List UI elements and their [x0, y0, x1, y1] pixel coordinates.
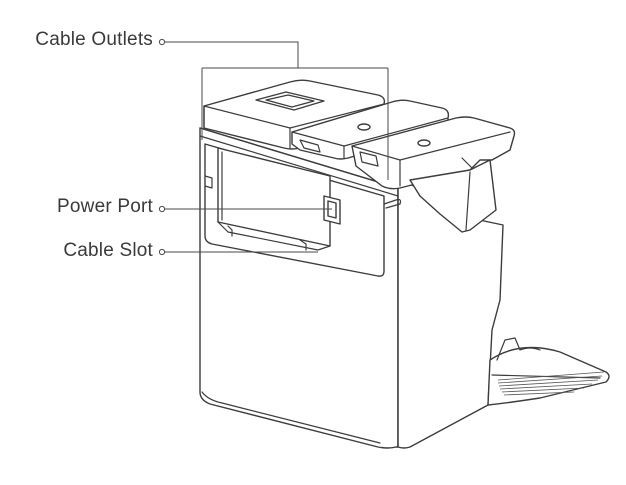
cable-cavity: [204, 143, 402, 277]
middle-tray: [291, 99, 450, 160]
right-tray: [351, 116, 516, 233]
callout-power-port-leader: [158, 205, 332, 213]
callout-cable-slot-leader: [158, 248, 318, 256]
ramp-plate: [487, 337, 610, 406]
cable-outlets-dot: [158, 38, 166, 46]
cable-slot-dot: [158, 248, 166, 256]
power-port-dot: [158, 205, 166, 213]
cable-slot-label: Cable Slot: [63, 240, 153, 261]
power-port-label: Power Port: [57, 196, 153, 217]
callout-cable-outlets-leader: [158, 38, 389, 180]
cable-outlets-label: Cable Outlets: [35, 29, 153, 50]
